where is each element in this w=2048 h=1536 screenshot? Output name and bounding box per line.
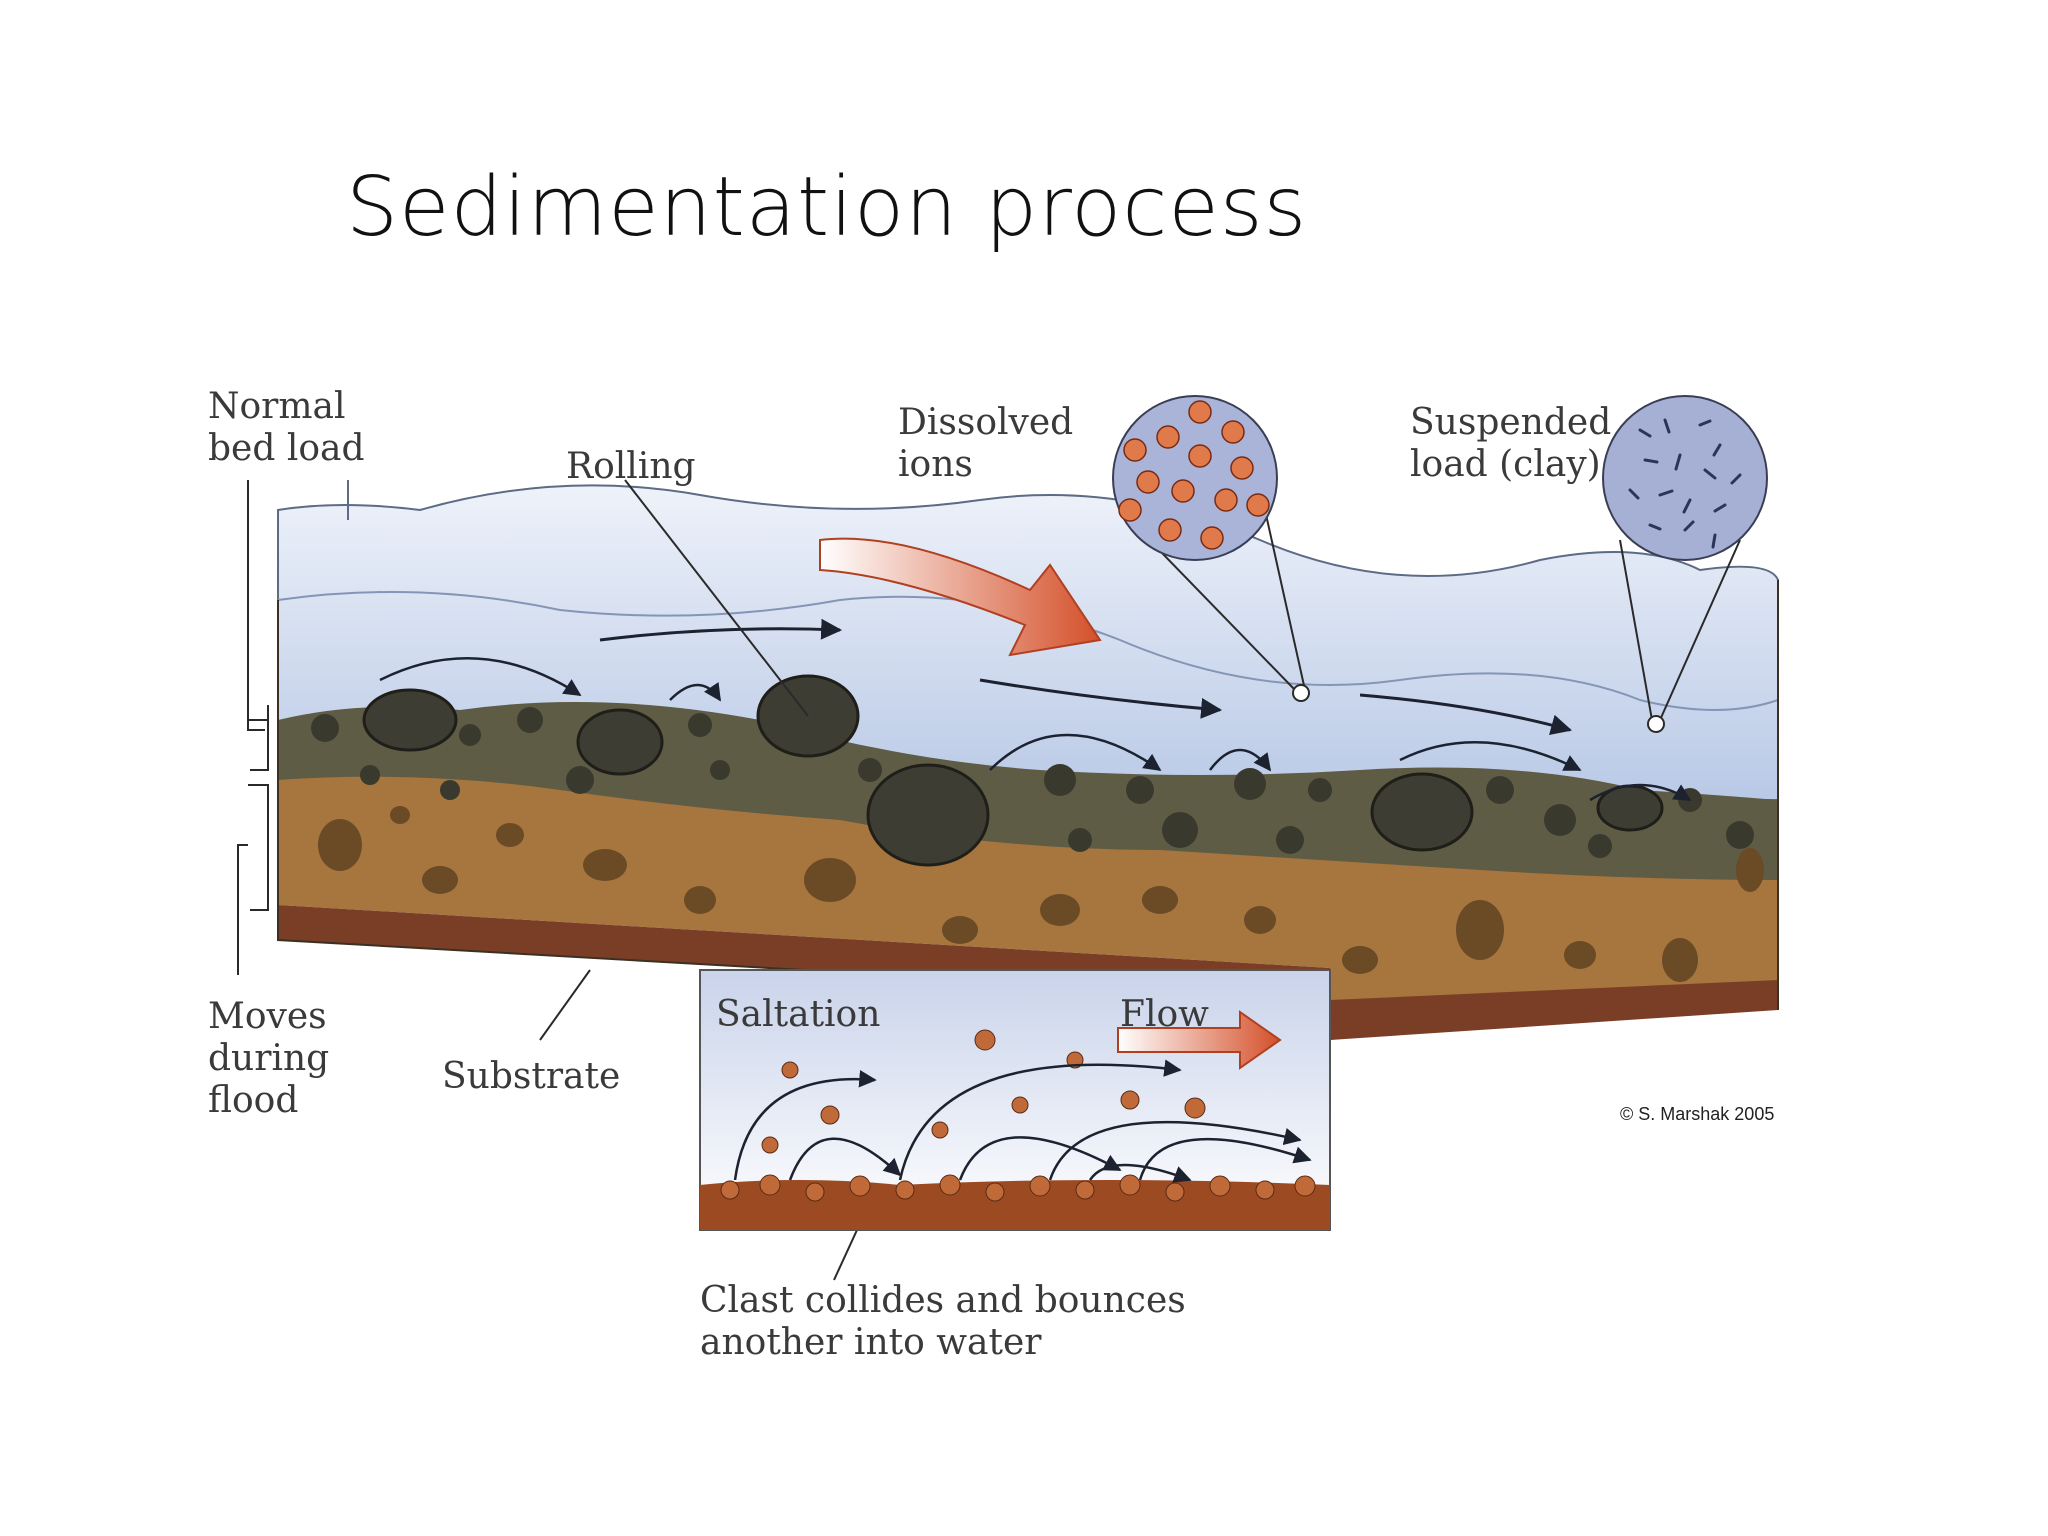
label-flow: Flow [1120,994,1209,1035]
label-clast-line2: another into water [700,1322,1042,1363]
label-moves-line1: Moves [208,996,327,1037]
copyright-notice: © S. Marshak 2005 [1620,1104,1774,1124]
flow-direction-arrow [819,537,1102,657]
label-moves-line3: flood [208,1080,298,1121]
saltation-flow-arrow [1117,1010,1282,1070]
label-suspended-line1: Suspended [1410,402,1611,443]
label-normal-bed-load-line2: bed load [208,428,365,469]
label-substrate: Substrate [442,1056,620,1097]
pebbles-bed-load [311,707,1754,858]
suspended-clay-magnifier [1602,395,1768,733]
label-dissolved-line1: Dissolved [898,402,1073,443]
substrate-layer [278,776,1778,1040]
current-arrows [599,618,1573,736]
label-moves-line2: during [208,1038,329,1079]
saltation-inset [699,969,1331,1231]
label-saltation: Saltation [716,994,880,1035]
label-suspended-line2: load (clay) [1410,444,1601,485]
pebbles-substrate [318,806,1764,982]
dissolved-ions-magnifier [1112,395,1310,702]
label-dissolved-line2: ions [898,444,973,485]
label-normal-bed-load-line1: Normal [208,386,346,427]
water-surface-line [277,591,1779,711]
label-rolling: Rolling [566,446,696,487]
boulders [362,674,1664,867]
label-clast-line1: Clast collides and bounces [700,1280,1186,1321]
saltation-paths [379,657,1692,802]
slide-title: Sedimentation process [346,160,1308,255]
